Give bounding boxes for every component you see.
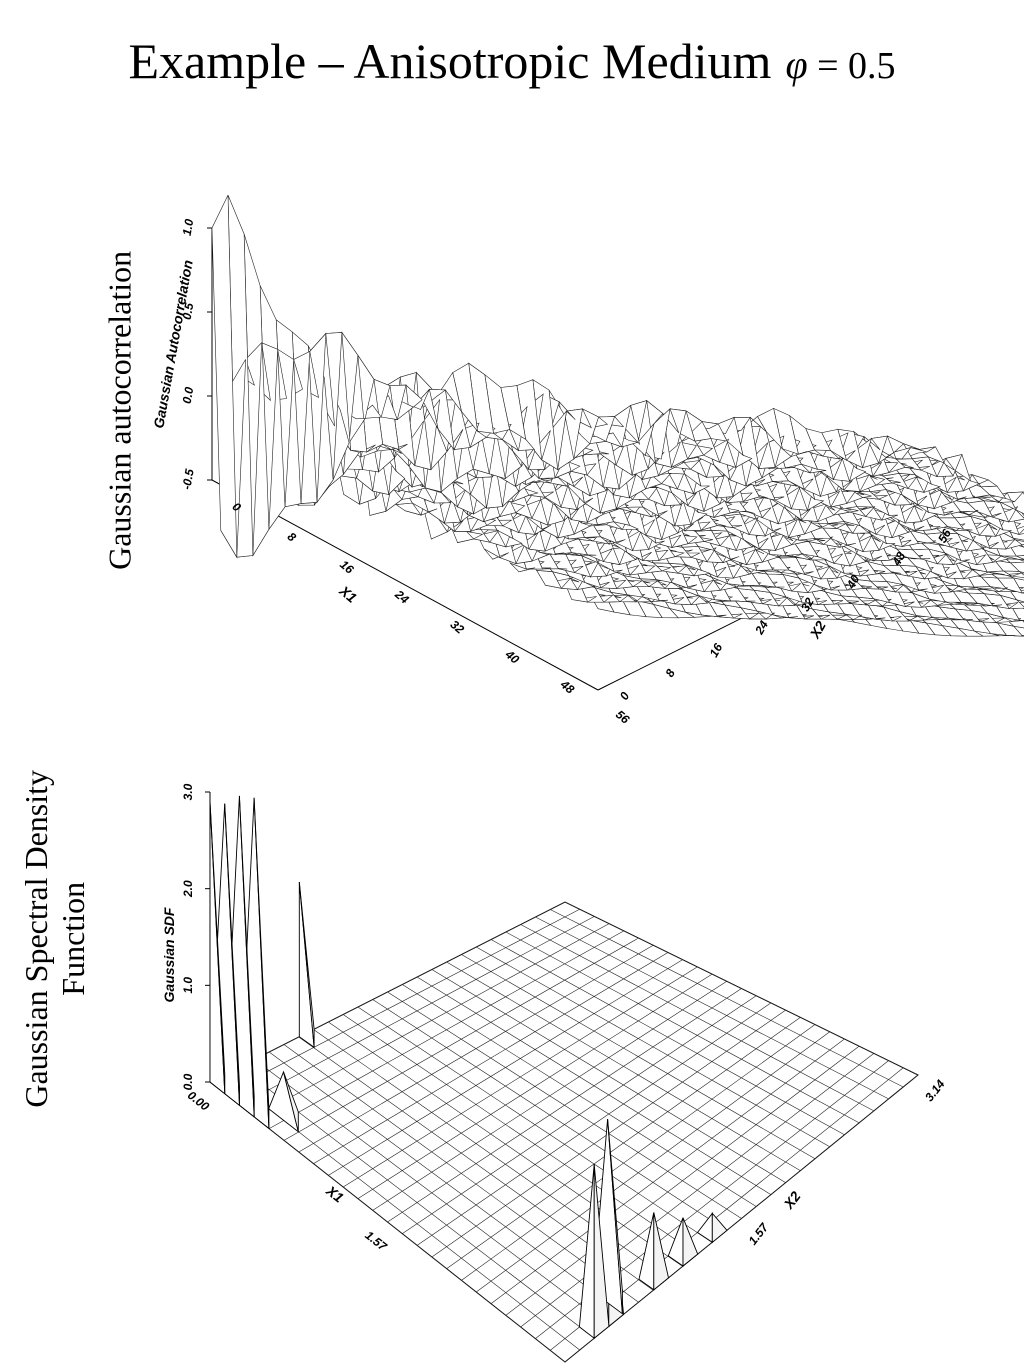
- z-axis-title: Gaussian SDF: [161, 907, 177, 1002]
- sdf-peak-face: [283, 1071, 299, 1132]
- x2-tick-label: 56: [935, 526, 954, 545]
- grid-line: [535, 916, 889, 1100]
- page-title: Example – Anisotropic Medium φ = 0.5: [0, 36, 1024, 86]
- page-title-text: Example – Anisotropic Medium: [128, 33, 772, 89]
- x2-tick-label: 48: [889, 549, 908, 569]
- floor-outline: [209, 901, 919, 1363]
- z-tick-label: 0.5: [180, 302, 197, 321]
- x2-axis-title: X2: [806, 618, 829, 642]
- z-tick-label: 3.0: [181, 783, 195, 800]
- grid-line: [550, 909, 904, 1088]
- sdf-peak-face: [593, 1164, 610, 1340]
- z-tick-label: -0.5: [179, 468, 196, 491]
- x1-tick-label: 40: [502, 647, 522, 667]
- sdf-floor-grid: [209, 901, 919, 1363]
- z-tick-label: 1.0: [181, 977, 195, 994]
- autocorrelation-mesh: [211, 194, 1024, 637]
- z-tick-label: 0.0: [180, 386, 197, 405]
- sdf-peak-face: [607, 1119, 623, 1314]
- sdf-peak-face: [253, 797, 270, 1129]
- phi-symbol: φ: [785, 42, 808, 87]
- phi-equals: =: [807, 45, 849, 87]
- x1-tick-label: 32: [448, 617, 467, 637]
- mesh-cell: [211, 194, 238, 559]
- x2-tick-label: 40: [843, 572, 862, 592]
- x1-tick-label: 16: [337, 557, 356, 577]
- x1-tick-label: 8: [285, 529, 299, 544]
- x2-tick-label: 16: [707, 641, 726, 660]
- x2-tick-label: 3.14: [922, 1077, 948, 1104]
- x1-tick-label: 24: [392, 587, 412, 607]
- x1-axis-title: X1: [336, 582, 360, 606]
- grid-line: [564, 901, 919, 1076]
- phi-value: 0.5: [848, 45, 896, 87]
- z-tick-label: 0.0: [181, 1073, 195, 1090]
- grid-line: [520, 924, 875, 1112]
- x1-tick-label: 48: [557, 677, 577, 697]
- x1-tick-label: 1.57: [362, 1228, 390, 1254]
- z-tick-label: 1.0: [180, 218, 197, 237]
- x1-tick-label: 0.00: [185, 1088, 212, 1114]
- sdf-peak-face: [224, 803, 240, 1106]
- x2-tick-label: 0: [617, 689, 633, 702]
- x2-tick-label: 8: [663, 666, 679, 679]
- sdf-peak-face: [238, 795, 255, 1117]
- grid-line: [520, 1053, 875, 1328]
- sdf-peak-face: [682, 1217, 699, 1267]
- x1-tick-label: 56: [613, 707, 632, 727]
- x2-tick-label: 1.57: [746, 1219, 772, 1247]
- x2-tick-label: 32: [798, 595, 817, 614]
- sdf-peak-face: [653, 1212, 670, 1291]
- sdf-peaks: [209, 795, 728, 1340]
- sdf-peak-face: [298, 881, 315, 1048]
- grid-line: [505, 931, 860, 1124]
- x2-tick-label: 24: [752, 618, 771, 638]
- sdf-peak-face: [209, 801, 226, 1094]
- sdf-peak-face: [711, 1212, 728, 1244]
- z-tick-label: 2.0: [181, 880, 195, 898]
- x2-axis-title: X2: [780, 1188, 804, 1212]
